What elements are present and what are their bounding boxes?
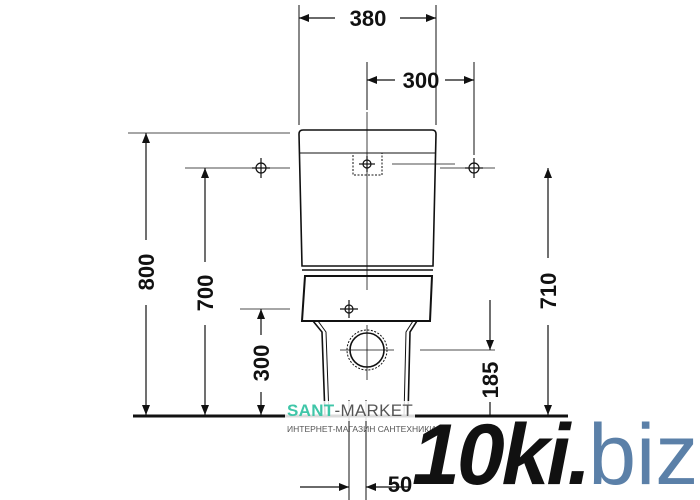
shop-tagline: ИНТЕРНЕТ-МАГАЗИН САНТЕХНИКИ <box>287 424 436 434</box>
dim-700: 700 <box>193 275 218 312</box>
dim-300-horizontal: 300 <box>403 68 440 93</box>
shop-logo-part-a: SANT <box>287 401 335 420</box>
shop-logo: SANT-MARKET <box>285 401 416 421</box>
dim-800: 800 <box>134 254 159 291</box>
shop-logo-part-b: -MARKET <box>334 401 414 420</box>
fixing-point-icons <box>252 156 483 318</box>
dim-380: 380 <box>350 6 387 31</box>
cistern <box>298 129 437 271</box>
site-watermark-part-a: 10ki. <box>412 407 591 500</box>
center-lines <box>128 112 495 380</box>
site-watermark-part-b: biz <box>588 407 699 500</box>
dim-50: 50 <box>388 472 412 497</box>
site-watermark: 10ki.biz <box>412 412 698 498</box>
dim-185: 185 <box>478 362 503 399</box>
dimension-lines <box>142 14 552 491</box>
dim-710: 710 <box>536 273 561 310</box>
dim-300-vertical: 300 <box>249 345 274 382</box>
